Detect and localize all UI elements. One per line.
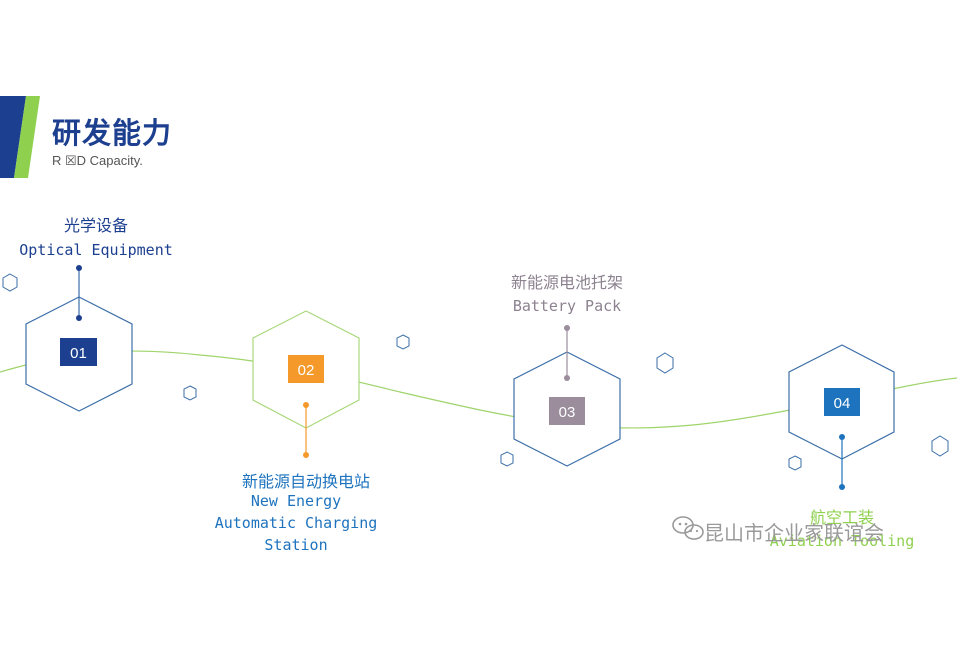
node-03-number: 03 [559, 404, 576, 421]
node-01-pin-dot-top [76, 265, 82, 271]
decor-hexagon [656, 352, 674, 374]
node-04-pin-dot-top [839, 434, 845, 440]
node-02-title-en-line2: Automatic Charging [214, 514, 378, 532]
page-subtitle: R ☒D Capacity. [52, 153, 143, 168]
decor-hexagon [788, 455, 802, 471]
decor-hexagon [183, 385, 197, 401]
node-02-badge [288, 355, 324, 383]
header-accent-blue [0, 96, 26, 178]
node-04-number: 04 [834, 395, 851, 412]
decor-hexagon [931, 435, 949, 457]
decor-hexagon [500, 451, 514, 467]
node-03-title-cn: 新能源电池托架 [510, 273, 623, 292]
node-02-title-en-line1: New Energy [250, 492, 342, 510]
node-01-number: 01 [70, 345, 87, 362]
watermark-text: 昆山市企业家联谊会 [704, 521, 884, 545]
node-01-pin-dot-bottom [76, 315, 82, 321]
decor-hexagon [2, 273, 18, 292]
node-04-title-en: Aviation Tooling [769, 532, 915, 550]
node-02-pin-dot-top [303, 402, 309, 408]
node-02-pin-dot-bottom [303, 452, 309, 458]
node-02-title-cn: 新能源自动换电站 [241, 472, 370, 491]
node-03-pin-dot-top [564, 325, 570, 331]
header-accent-green [14, 96, 40, 178]
node-04-title-cn: 航空工装 [809, 508, 874, 527]
node-01-title-en: Optical Equipment [19, 241, 173, 259]
node-01-badge [60, 338, 97, 366]
node-03-title-en: Battery Pack [512, 297, 622, 315]
wechat-icon [672, 516, 704, 540]
node-04-badge [824, 388, 860, 416]
decor-hexagon [396, 334, 410, 350]
node-03-pin-dot-bottom [564, 375, 570, 381]
node-01-title-cn: 光学设备 [63, 216, 128, 235]
node-04-pin-dot-bottom [839, 484, 845, 490]
page-title: 研发能力 [52, 116, 173, 150]
node-02-number: 02 [298, 362, 315, 379]
node-03-badge [549, 397, 585, 425]
node-02-title-en-line3: Station [264, 536, 328, 554]
